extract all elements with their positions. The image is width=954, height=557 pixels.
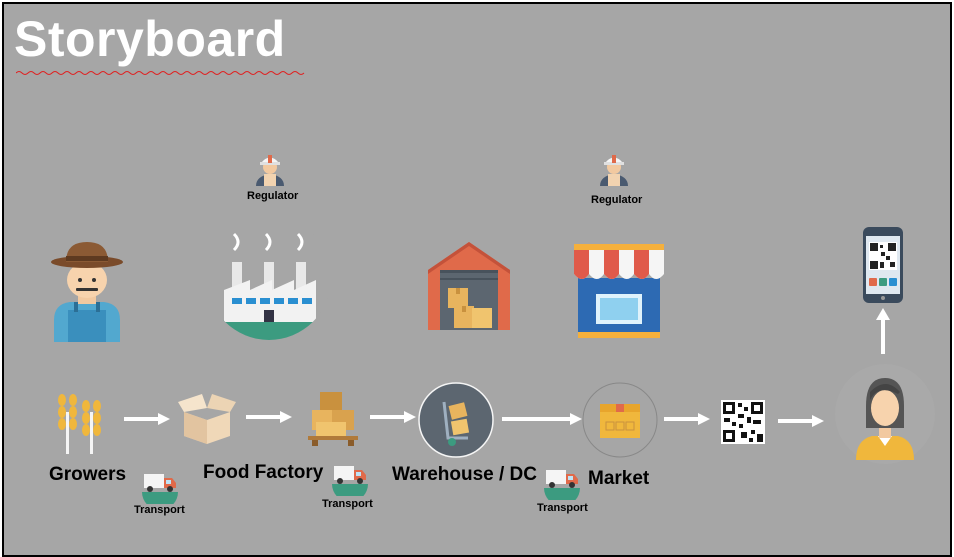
up-arrow-icon <box>875 306 891 354</box>
hand-truck-icon <box>418 382 494 458</box>
arrow-right-icon <box>124 412 170 426</box>
stage-label-market: Market <box>588 468 650 489</box>
transport-label-1: Transport <box>134 504 185 516</box>
stage-label-growers: Growers <box>49 464 127 485</box>
spellcheck-underline <box>16 71 305 75</box>
slide-title: Storyboard <box>14 11 286 67</box>
shop-icon <box>572 244 666 340</box>
package-icon <box>582 382 658 458</box>
truck-icon <box>140 470 180 504</box>
arrow-right-icon <box>664 412 710 426</box>
warehouse-icon <box>426 240 512 332</box>
transport-label-2: Transport <box>322 498 373 510</box>
wheat-icon <box>52 392 108 454</box>
stage-label-food-factory: Food Factory <box>203 462 324 483</box>
phone-qr-icon <box>862 226 904 304</box>
arrow-right-icon <box>778 414 824 428</box>
open-box-icon <box>178 394 236 444</box>
regulator-icon <box>598 150 630 188</box>
consumer-icon <box>826 362 944 466</box>
farmer-icon <box>50 240 124 344</box>
arrow-right-icon <box>246 410 292 424</box>
arrow-right-icon <box>502 412 582 426</box>
truck-icon <box>330 462 370 496</box>
truck-icon <box>542 466 582 500</box>
stacked-boxes-icon <box>308 392 358 446</box>
regulator-icon <box>254 150 286 188</box>
regulator-label-1: Regulator <box>247 190 299 202</box>
stage-label-warehouse: Warehouse / DC <box>392 464 537 485</box>
factory-icon <box>204 210 334 350</box>
transport-label-3: Transport <box>537 502 588 514</box>
qr-code-icon <box>721 400 765 444</box>
arrow-right-icon <box>370 410 416 424</box>
regulator-label-2: Regulator <box>591 194 643 206</box>
